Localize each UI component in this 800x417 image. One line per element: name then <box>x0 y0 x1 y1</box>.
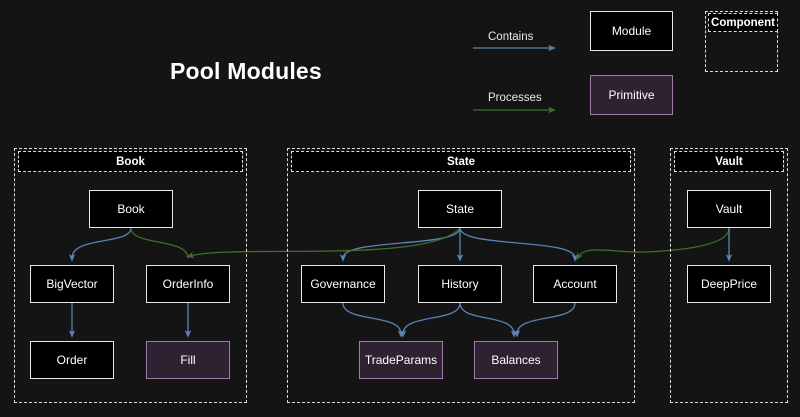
node-history[interactable]: History <box>418 265 502 303</box>
legend-contains-label: Contains <box>488 31 534 43</box>
node-balances[interactable]: Balances <box>474 341 558 379</box>
node-order[interactable]: Order <box>30 341 114 379</box>
node-vault[interactable]: Vault <box>687 190 771 228</box>
legend-component-label: Component <box>708 13 778 32</box>
node-book[interactable]: Book <box>89 190 173 228</box>
node-fill[interactable]: Fill <box>146 341 230 379</box>
group-state <box>287 148 635 403</box>
group-vault-header: Vault <box>674 151 784 172</box>
group-state-header: State <box>291 151 631 172</box>
node-bigvector[interactable]: BigVector <box>30 265 114 303</box>
node-state[interactable]: State <box>418 190 502 228</box>
group-vault <box>670 148 788 403</box>
group-book <box>14 148 247 403</box>
node-orderinfo[interactable]: OrderInfo <box>146 265 230 303</box>
legend-processes-label: Processes <box>488 92 542 104</box>
node-governance[interactable]: Governance <box>301 265 385 303</box>
group-book-header: Book <box>18 151 243 172</box>
node-deepprice[interactable]: DeepPrice <box>687 265 771 303</box>
legend-component-box <box>705 11 778 72</box>
node-account[interactable]: Account <box>533 265 617 303</box>
node-tradeparams[interactable]: TradeParams <box>359 341 443 379</box>
page-title: Pool Modules <box>170 58 322 84</box>
legend-module-box: Module <box>590 11 673 51</box>
legend-primitive-box: Primitive <box>590 75 673 115</box>
